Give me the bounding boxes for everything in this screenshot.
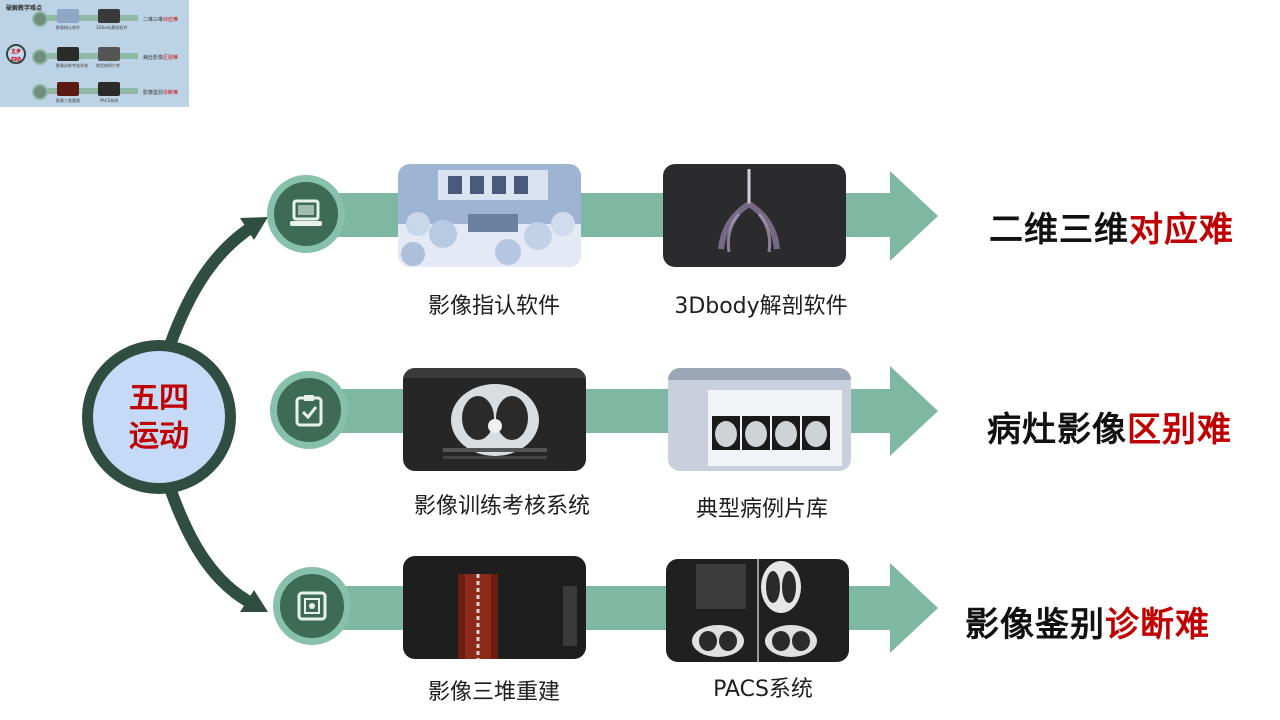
scan-frame-icon <box>297 591 327 621</box>
row2-image-1 <box>403 368 586 471</box>
thumbnail-image-2a <box>57 47 79 61</box>
row1-caption-1: 影像指认软件 <box>427 294 561 319</box>
row3-result-plain: 影像鉴别 <box>965 605 1105 645</box>
row2-arrowhead <box>890 366 938 456</box>
row2-caption-1: 影像训练考核系统 <box>413 494 591 519</box>
hub-line-1: 五四 <box>129 381 189 416</box>
laptop-icon <box>290 199 322 226</box>
row2-image-2 <box>668 368 851 471</box>
central-hub: 五四 运动 <box>82 340 236 494</box>
row3-result: 影像鉴别诊断难 <box>965 597 1210 646</box>
row3-arrowhead <box>890 563 938 653</box>
thumbnail-title: 破解教学难点 <box>6 5 43 12</box>
thumbnail-node-2 <box>32 49 48 65</box>
slide-thumbnail: 破解教学难点 五步 四动 影像指认软件 3Dbody解剖软件 二维三维对应难 影… <box>0 0 189 107</box>
thumbnail-band-2 <box>38 53 138 59</box>
thumbnail-image-2b <box>98 47 120 61</box>
thumbnail-caption-1b: 3Dbody解剖软件 <box>96 25 128 30</box>
thumbnail-caption-3b: PACS系统 <box>100 98 119 103</box>
thumbnail-node-1 <box>32 11 48 27</box>
row1-arrowhead <box>890 171 938 261</box>
thumbnail-node-3 <box>32 84 48 100</box>
thumbnail-band-3 <box>38 88 138 94</box>
thumbnail-hub: 五步 四动 <box>6 44 26 64</box>
thumbnail-result-3: 影像鉴别诊断难 <box>143 90 179 96</box>
clipboard-check-icon <box>295 395 323 427</box>
thumbnail-image-3a <box>57 82 79 96</box>
thumbnail-image-1a <box>57 9 79 23</box>
thumbnail-caption-3a: 影像三堆重建 <box>56 98 80 103</box>
connector-upper-arrowhead <box>240 217 268 240</box>
hub-line-2: 运动 <box>129 419 189 454</box>
thumbnail-hub-line2: 四动 <box>10 57 21 63</box>
connector-lower <box>164 482 261 611</box>
row2-result: 病灶影像区别难 <box>987 402 1232 451</box>
row2-result-highlight: 区别难 <box>1127 410 1232 450</box>
thumbnail-image-3b <box>98 82 120 96</box>
row1-caption-2: 3Dbody解剖软件 <box>674 294 848 319</box>
row1-node <box>267 175 345 253</box>
row1-result-highlight: 对应难 <box>1129 210 1234 250</box>
row3-caption-1: 影像三堆重建 <box>427 680 561 705</box>
thumbnail-caption-2a: 影像训练考核系统 <box>56 63 88 68</box>
row1-result: 二维三维对应难 <box>989 202 1234 251</box>
row2-result-plain: 病灶影像 <box>987 410 1127 450</box>
thumbnail-image-1b <box>98 9 120 23</box>
row1-result-plain: 二维三维 <box>989 210 1129 250</box>
row1-image-2 <box>663 164 846 267</box>
row2-node <box>270 371 348 449</box>
row3-node <box>273 567 351 645</box>
thumbnail-result-1: 二维三维对应难 <box>143 17 179 23</box>
row3-image-1 <box>403 556 586 659</box>
row3-image-2 <box>666 559 849 662</box>
row3-caption-2: PACS系统 <box>713 677 813 702</box>
thumbnail-result-2: 病灶影像区别难 <box>143 55 179 61</box>
thumbnail-caption-1a: 影像指认软件 <box>56 25 80 30</box>
connector-upper <box>164 219 261 351</box>
row3-result-highlight: 诊断难 <box>1105 605 1210 645</box>
row1-image-1 <box>398 164 581 267</box>
row2-caption-2: 典型病例片库 <box>695 497 829 522</box>
thumbnail-caption-2b: 典型病例片库 <box>96 63 120 68</box>
connector-lower-arrowhead <box>240 590 268 612</box>
thumbnail-hub-line1: 五步 <box>10 49 21 55</box>
thumbnail-band-1 <box>38 15 138 21</box>
